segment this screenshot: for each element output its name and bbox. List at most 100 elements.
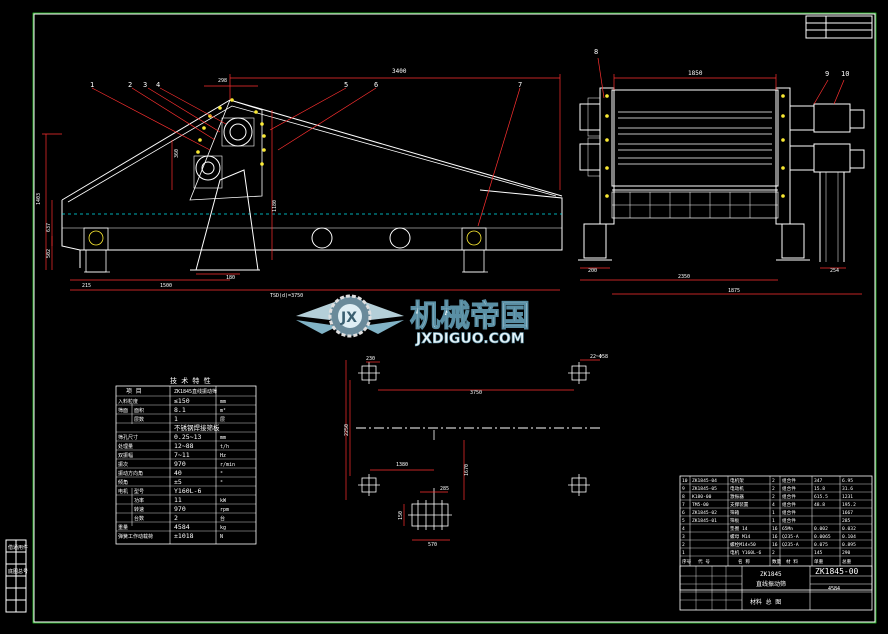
dim-top-small: 298 xyxy=(218,78,227,84)
dim-mid1: 360 xyxy=(174,149,180,158)
parts-cell-mat: 组合件 xyxy=(782,477,796,484)
found-dim-g: 285 xyxy=(440,486,449,492)
dim-base1: 215 xyxy=(82,283,91,289)
parts-cell-w2: 0.032 xyxy=(842,526,856,532)
parts-cell-name: 激振器 xyxy=(730,493,744,500)
spec-group: 入料粒度 xyxy=(118,398,138,405)
spec-value: 0.25~13 xyxy=(174,433,201,441)
spec-unit: m² xyxy=(220,408,226,414)
side-dim-right: 1875 xyxy=(728,288,740,294)
parts-cell-mat: 组合件 xyxy=(782,517,796,524)
parts-cell-no: 3 xyxy=(682,534,685,540)
parts-cell-no: 5 xyxy=(682,518,685,524)
parts-header-cell: 代 号 xyxy=(698,558,710,565)
spec-value: 2 xyxy=(174,514,178,522)
spec-label: 型号 xyxy=(134,488,144,495)
parts-cell-name: 支撑装置 xyxy=(730,501,749,508)
parts-cell-no: 7 xyxy=(682,502,685,508)
outer-frame xyxy=(33,13,876,623)
parts-cell-code: TM5-00 xyxy=(692,502,709,508)
parts-cell-name: 筛箱 xyxy=(730,509,740,516)
spec-group: 处理量 xyxy=(118,443,133,450)
found-dim-f: 1670 xyxy=(464,464,470,476)
parts-cell-no: 9 xyxy=(682,486,685,492)
revision-cell-0: 借通用件 xyxy=(8,544,28,551)
title-name-cn: 直线振动筛 xyxy=(756,580,786,588)
parts-cell-qty: 2 xyxy=(772,494,775,500)
spec-value: 1 xyxy=(174,415,178,423)
parts-cell-qty: 2 xyxy=(772,478,775,484)
spec-value: 12~88 xyxy=(174,442,194,450)
parts-header-cell: 总重 xyxy=(842,558,852,565)
parts-cell-name: 螺母 M14 xyxy=(730,533,750,540)
spec-value: 8.1 xyxy=(174,406,186,414)
parts-cell-qty: 4 xyxy=(772,502,775,508)
spec-group: 振次 xyxy=(118,461,128,468)
title-name-en: ZK1845 xyxy=(760,571,782,578)
parts-cell-no: 2 xyxy=(682,542,685,548)
title-company: 材料 总 图 xyxy=(750,598,781,606)
parts-cell-qty: 16 xyxy=(772,526,778,532)
callout-7: 7 xyxy=(518,81,522,89)
front-view: 1 2 3 4 5 6 7 3400 298 1403 637 502 360 … xyxy=(36,68,563,299)
parts-cell-mat: Q235-A xyxy=(782,542,799,548)
dim-base2: 1500 xyxy=(160,283,172,289)
parts-cell-name: 电机 Y160L-6 xyxy=(730,549,762,556)
callout-6: 6 xyxy=(374,81,378,89)
found-dim-d: 2250 xyxy=(344,424,350,436)
watermark-cn-name: 机械帝国 xyxy=(410,299,530,334)
spec-group: 电机 xyxy=(118,488,128,495)
spec-group: 筛孔尺寸 xyxy=(118,434,138,441)
found-dim-h: 150 xyxy=(398,511,404,520)
spec-unit: kW xyxy=(220,498,227,504)
spec-value: ±5 xyxy=(174,478,182,486)
dim-height: 1403 xyxy=(36,193,42,205)
top-right-code-box xyxy=(805,15,873,39)
parts-header-cell: 单重 xyxy=(814,558,824,565)
parts-cell-qty: 1 xyxy=(772,510,775,516)
spec-value: 40 xyxy=(174,469,182,477)
spec-unit: ° xyxy=(220,471,223,477)
spec-unit: t/h xyxy=(220,444,229,450)
parts-cell-w1: 0.075 xyxy=(814,542,828,548)
parts-cell-w1: 615.5 xyxy=(814,494,828,500)
parts-cell-w2: 290 xyxy=(842,550,851,556)
watermark-logo-letters: JX xyxy=(340,310,357,326)
spec-label: 功率 xyxy=(134,497,144,504)
parts-header-cell: 序号 xyxy=(682,558,692,565)
parts-cell-w2: 6.95 xyxy=(842,478,853,484)
parts-cell-w1: 15.8 xyxy=(814,486,825,492)
spec-unit: rpm xyxy=(220,507,229,513)
spec-unit: mm xyxy=(220,435,226,441)
parts-cell-no: 10 xyxy=(682,478,688,484)
spec-unit: 台 xyxy=(220,515,225,522)
side-dim-bottom: 2350 xyxy=(678,274,690,280)
spec-group: 弹簧工作动载荷 xyxy=(118,533,153,540)
parts-cell-w1: 347 xyxy=(814,478,823,484)
left-revision-strip: 借通用件 底图总号 xyxy=(5,539,28,613)
callout-1: 1 xyxy=(90,81,94,89)
parts-cell-w1: 48.8 xyxy=(814,502,825,508)
parts-cell-mat: 组合件 xyxy=(782,493,796,500)
spec-value: ≤150 xyxy=(174,397,190,405)
parts-header-cell: 材 料 xyxy=(786,558,798,565)
spec-value: 970 xyxy=(174,460,186,468)
found-dim-i: 570 xyxy=(428,542,437,548)
title-block: ZK1845 直线振动筛 ZK1845-00 4584 材料 总 图 xyxy=(679,565,873,611)
spec-group: 振动方向角 xyxy=(118,470,143,477)
spec-label: 转速 xyxy=(134,506,144,513)
parts-cell-name: 螺栓M14×50 xyxy=(730,541,756,548)
parts-cell-qty: 2 xyxy=(772,550,775,556)
spec-group: 双振幅 xyxy=(118,452,133,459)
title-drawing-no: ZK1845-00 xyxy=(815,567,859,576)
parts-cell-w1: 0.0065 xyxy=(814,534,831,540)
dim-top: 3400 xyxy=(392,68,407,75)
callout-10: 10 xyxy=(841,70,849,78)
parts-cell-qty: 1 xyxy=(772,518,775,524)
callout-2: 2 xyxy=(128,81,132,89)
parts-header-cell: 数量 xyxy=(772,558,782,565)
spec-value: 11 xyxy=(174,496,182,504)
